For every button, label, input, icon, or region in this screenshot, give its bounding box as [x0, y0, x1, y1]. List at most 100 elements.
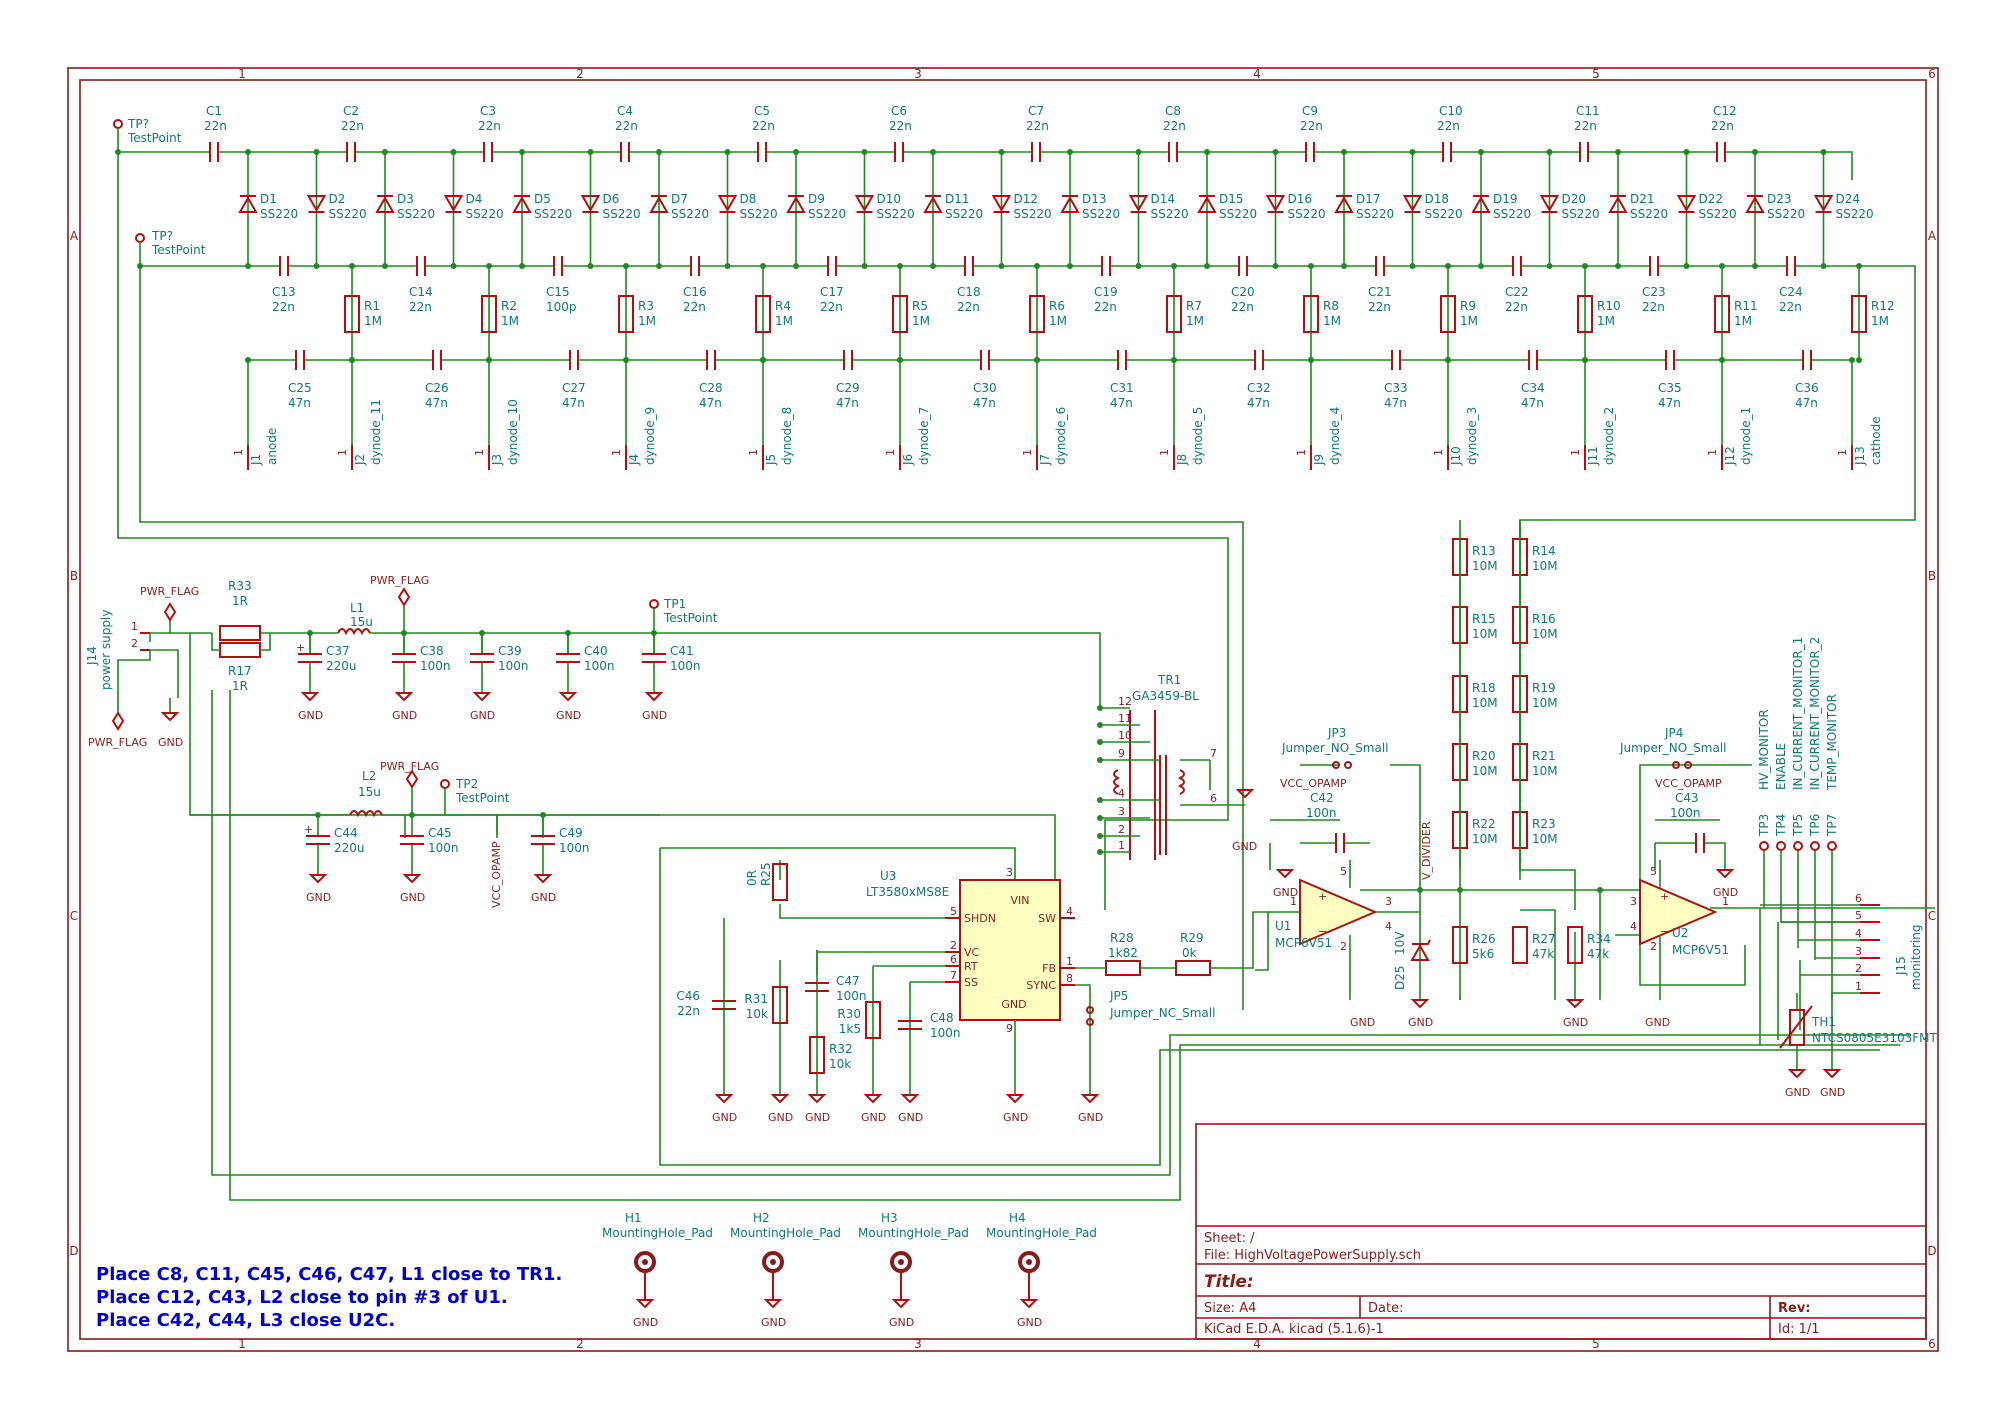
diode-val: SS220: [1767, 207, 1805, 221]
cap-val: 100n: [670, 659, 701, 673]
diode-val: SS220: [466, 207, 504, 221]
diode-ref: D14: [1151, 192, 1176, 206]
j15-pin-number: 6: [1855, 892, 1862, 905]
cap-val: 47n: [1658, 396, 1681, 410]
svg-text:1: 1: [131, 620, 138, 633]
res-ref: R16: [1532, 612, 1556, 626]
res-ref: R27: [1532, 932, 1556, 946]
cap-ref: C45: [428, 826, 452, 840]
tp-net: ENABLE: [1774, 743, 1788, 790]
res-val: 1M: [1460, 314, 1478, 328]
j14-connector: 1 2 J14 power supply: [85, 610, 171, 713]
res-val: 1M: [775, 314, 793, 328]
r33-ref: R33: [228, 579, 252, 593]
svg-text:1: 1: [1569, 449, 1582, 456]
vcc-opamp-label: VCC_OPAMP: [1280, 777, 1347, 790]
pwr-flag-label: PWR_FLAG: [140, 585, 199, 598]
diode-val: SS220: [1219, 207, 1257, 221]
connector-ref: J13: [1853, 446, 1867, 466]
r33-resistor: R33 1R: [219, 579, 261, 641]
u3-pin-number: 3: [1006, 866, 1013, 879]
cap-ref: C3: [480, 104, 496, 118]
svg-text:1: 1: [473, 449, 486, 456]
cap-ref: C34: [1521, 381, 1545, 395]
gnd-label: GND: [633, 1316, 658, 1329]
res-ref: R12: [1871, 299, 1895, 313]
diode-ref: D21: [1630, 192, 1655, 206]
diode-ref: D1: [260, 192, 277, 206]
res-val: 10M: [1472, 696, 1498, 710]
hole-val: MountingHole_Pad: [730, 1226, 841, 1240]
svg-text:1: 1: [747, 449, 760, 456]
res-ref: R23: [1532, 817, 1556, 831]
cap-ref: C10: [1439, 104, 1463, 118]
res-ref: R6: [1049, 299, 1065, 313]
diode-ref: D2: [329, 192, 346, 206]
cap-ref: C32: [1247, 381, 1271, 395]
res-ref: R18: [1472, 681, 1496, 695]
l1-ref: L1: [350, 601, 364, 615]
opamp-pin-number: 5: [1650, 865, 1657, 878]
cap-ref: C6: [891, 104, 907, 118]
gnd-label: GND: [1408, 1016, 1433, 1029]
cap-val: 100p: [546, 300, 577, 314]
d25-ref: D25: [1393, 965, 1407, 990]
note-2: Place C12, C43, L2 close to pin #3 of U1…: [96, 1287, 508, 1308]
tb-rev: Rev:: [1778, 1301, 1811, 1316]
res-val: 47k: [1587, 947, 1609, 961]
cap-ref: C27: [562, 381, 586, 395]
cap-val: 22n: [1094, 300, 1117, 314]
res-val: 0R: [745, 870, 759, 886]
diode-ref: D5: [534, 192, 551, 206]
diode-val: SS220: [260, 207, 298, 221]
svg-text:1: 1: [1836, 449, 1849, 456]
grid-col-label: 1: [238, 1337, 246, 1351]
tp-ref: TP5: [1791, 814, 1805, 837]
gnd-label: GND: [1563, 1016, 1588, 1029]
u2-val: MCP6V51: [1672, 943, 1729, 957]
tr1-pin-number: 3: [1118, 805, 1125, 818]
diode-ref: D24: [1836, 192, 1861, 206]
hole-ref: H1: [625, 1211, 642, 1225]
diode-val: SS220: [1425, 207, 1463, 221]
l1-val: 15u: [350, 615, 373, 629]
gnd-label: GND: [1273, 886, 1298, 899]
cap-ref: C33: [1384, 381, 1408, 395]
cap-val: 22n: [889, 119, 912, 133]
j14-val: power supply: [99, 610, 113, 690]
res-val: 1M: [1871, 314, 1889, 328]
u3-pin-name: RT: [964, 960, 978, 973]
u3-pin-name: FB: [1042, 962, 1056, 975]
res-val: 1M: [1597, 314, 1615, 328]
l2-ref: L2: [362, 769, 376, 783]
connector-net: dynode_4: [1328, 407, 1342, 465]
hole-val: MountingHole_Pad: [602, 1226, 713, 1240]
connector-ref: J11: [1586, 446, 1600, 466]
diode-ref: D12: [1014, 192, 1039, 206]
tp-mid-ref: TP?: [151, 229, 173, 243]
